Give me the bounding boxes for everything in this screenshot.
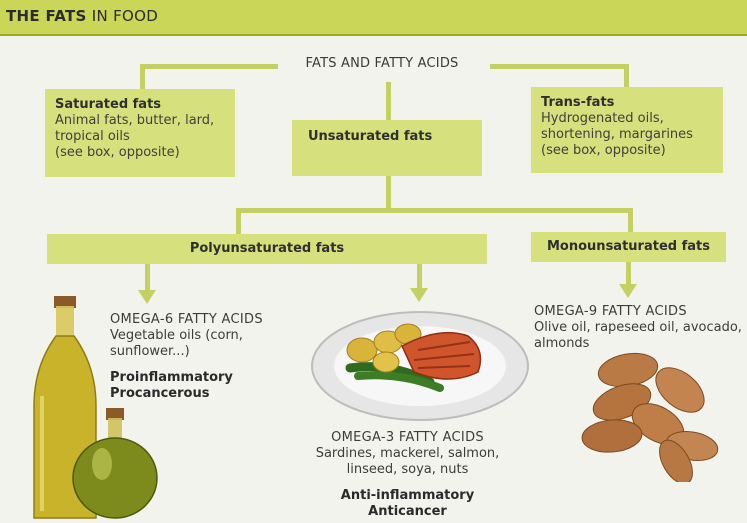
poly-title: Polyunsaturated fats bbox=[189, 241, 345, 256]
connector-branch bbox=[236, 208, 632, 213]
omega6-line1: Vegetable oils (corn, bbox=[110, 328, 243, 343]
connector-branch-right-drop bbox=[628, 208, 633, 232]
omega9-block: OMEGA-9 FATTY ACIDS Olive oil, rapeseed … bbox=[534, 304, 744, 352]
connector-root-left-drop bbox=[140, 64, 145, 90]
connector-root-left bbox=[142, 64, 278, 69]
omega3-effect2: Anticancer bbox=[368, 504, 447, 519]
unsaturated-fats-box: Unsaturated fats bbox=[292, 120, 482, 176]
saturated-line1: Animal fats, butter, lard, bbox=[55, 113, 215, 128]
connector-root-right bbox=[490, 64, 628, 69]
polyunsaturated-fats-box: Polyunsaturated fats bbox=[47, 234, 487, 264]
trans-line1: Hydrogenated oils, bbox=[541, 111, 664, 126]
omega3-line1: Sardines, mackerel, salmon, bbox=[315, 446, 500, 461]
oil-bottles-image bbox=[33, 296, 158, 519]
omega9-line2: almonds bbox=[534, 336, 590, 351]
trans-fats-box: Trans-fats Hydrogenated oils, shortening… bbox=[531, 87, 723, 173]
header-bar: THE FATS IN FOOD bbox=[0, 0, 747, 36]
saturated-title: Saturated fats bbox=[55, 97, 162, 112]
title-rest: IN FOOD bbox=[91, 7, 159, 25]
connector-branch-left-drop bbox=[236, 208, 241, 234]
mono-title: Monounsaturated fats bbox=[547, 239, 710, 254]
connector-unsat-drop bbox=[386, 176, 391, 210]
almonds-image bbox=[581, 352, 719, 482]
omega9-line1: Olive oil, rapeseed oil, avocado, bbox=[534, 320, 742, 335]
connector-root-center bbox=[386, 82, 391, 120]
omega6-heading: OMEGA-6 FATTY ACIDS bbox=[110, 312, 263, 327]
monounsaturated-fats-box: Monounsaturated fats bbox=[531, 232, 726, 262]
trans-line2: shortening, margarines bbox=[541, 127, 693, 142]
salmon-plate-image bbox=[311, 311, 529, 421]
trans-line3: (see box, opposite) bbox=[541, 143, 666, 158]
title-bold: THE FATS bbox=[6, 7, 87, 25]
omega6-effect1: Proinflammatory bbox=[110, 370, 233, 385]
unsaturated-title: Unsaturated fats bbox=[308, 129, 433, 144]
saturated-line3: (see box, opposite) bbox=[55, 145, 180, 160]
omega3-line2: linseed, soya, nuts bbox=[346, 462, 469, 477]
omega3-heading: OMEGA-3 FATTY ACIDS bbox=[331, 430, 484, 445]
omega6-block: OMEGA-6 FATTY ACIDS Vegetable oils (corn… bbox=[110, 312, 280, 402]
omega3-effect1: Anti-inflammatory bbox=[340, 488, 475, 503]
trans-title: Trans-fats bbox=[541, 95, 615, 110]
page-title: THE FATS IN FOOD bbox=[6, 7, 158, 25]
omega6-line2: sunflower...) bbox=[110, 344, 190, 359]
saturated-line2: tropical oils bbox=[55, 129, 130, 144]
connector-root-right-drop bbox=[624, 64, 629, 88]
root-label: FATS AND FATTY ACIDS bbox=[305, 56, 459, 71]
omega9-heading: OMEGA-9 FATTY ACIDS bbox=[534, 304, 687, 319]
omega3-block: OMEGA-3 FATTY ACIDS Sardines, mackerel, … bbox=[300, 430, 515, 520]
omega6-effect2: Procancerous bbox=[110, 386, 210, 401]
saturated-fats-box: Saturated fats Animal fats, butter, lard… bbox=[45, 89, 235, 177]
